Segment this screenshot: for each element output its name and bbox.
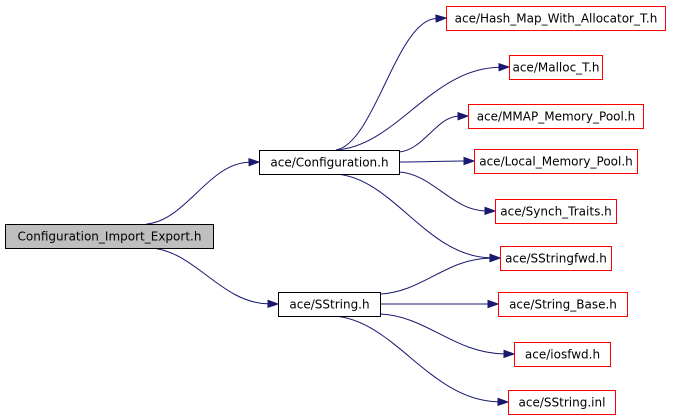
arrowhead-cfg-to-malloc: [498, 63, 511, 72]
node-localpool[interactable]: ace/Local_Memory_Pool.h: [474, 149, 638, 174]
edge-cfg-to-sstringfwd: [335, 173, 491, 259]
node-box-sstr[interactable]: [278, 292, 381, 317]
arrowhead-root-to-sstr: [267, 299, 280, 308]
edge-root-to-cfg: [146, 161, 250, 225]
edge-sstr-to-iosfwd: [379, 313, 505, 355]
node-label-synch: ace/Synch_Traits.h: [500, 205, 611, 219]
node-box-cfg[interactable]: [259, 150, 400, 175]
node-label-malloc: ace/Malloc_T.h: [512, 61, 599, 75]
node-sstringfwd[interactable]: ace/SStringfwd.h: [500, 246, 612, 271]
arrowhead-sstr-to-sstrinl: [497, 397, 510, 406]
node-label-strbase: ace/String_Base.h: [509, 298, 617, 312]
arrowhead-cfg-to-localpool: [463, 156, 476, 166]
arrowhead-cfg-to-synch: [484, 206, 497, 216]
node-label-sstr: ace/SString.h: [289, 298, 369, 312]
node-box-malloc[interactable]: [509, 55, 603, 80]
node-strbase[interactable]: ace/String_Base.h: [498, 292, 628, 317]
arrowhead-root-to-cfg: [248, 158, 261, 167]
edge-sstr-to-sstrinl: [334, 315, 499, 403]
node-iosfwd[interactable]: ace/iosfwd.h: [514, 342, 611, 367]
arrowhead-sstr-to-sstringfwd: [489, 253, 502, 263]
arrowhead-sstr-to-iosfwd: [503, 349, 516, 359]
edges-layer: [146, 14, 516, 406]
node-label-iosfwd: ace/iosfwd.h: [525, 348, 600, 362]
edge-sstr-to-sstringfwd: [379, 257, 491, 295]
node-label-localpool: ace/Local_Memory_Pool.h: [479, 155, 633, 169]
node-box-hashmap[interactable]: [446, 6, 666, 31]
node-box-root[interactable]: [5, 224, 214, 249]
node-malloc[interactable]: ace/Malloc_T.h: [509, 55, 603, 80]
node-box-sstrinl[interactable]: [508, 390, 616, 415]
node-box-sstringfwd[interactable]: [500, 246, 612, 271]
node-sstr[interactable]: ace/SString.h: [278, 292, 381, 317]
node-cfg[interactable]: ace/Configuration.h: [259, 150, 400, 175]
arrowhead-cfg-to-hashmap: [435, 14, 448, 23]
node-box-strbase[interactable]: [498, 292, 628, 317]
node-sstrinl[interactable]: ace/SString.inl: [508, 390, 616, 415]
edge-cfg-to-synch: [398, 171, 486, 212]
node-label-root: Configuration_Import_Export.h: [18, 230, 202, 244]
node-label-mmap: ace/MMAP_Memory_Pool.h: [477, 110, 636, 124]
node-mmap[interactable]: ace/MMAP_Memory_Pool.h: [468, 104, 644, 129]
node-label-sstrinl: ace/SString.inl: [519, 396, 606, 410]
nodes-layer: Configuration_Import_Export.h ace/Configu…: [5, 6, 666, 415]
node-box-mmap[interactable]: [468, 104, 644, 129]
node-label-hashmap: ace/Hash_Map_With_Allocator_T.h: [455, 12, 658, 26]
edge-cfg-to-hashmap: [335, 18, 437, 151]
arrowhead-cfg-to-mmap: [457, 112, 470, 121]
edge-cfg-to-malloc: [335, 66, 500, 151]
node-synch[interactable]: ace/Synch_Traits.h: [495, 199, 617, 224]
node-box-synch[interactable]: [495, 199, 617, 224]
node-box-iosfwd[interactable]: [514, 342, 611, 367]
edge-cfg-to-mmap: [398, 115, 459, 153]
node-label-sstringfwd: ace/SStringfwd.h: [505, 252, 607, 266]
edge-root-to-sstr: [150, 247, 269, 305]
arrowhead-sstr-to-strbase: [487, 299, 500, 309]
node-hashmap[interactable]: ace/Hash_Map_With_Allocator_T.h: [446, 6, 666, 31]
node-root[interactable]: Configuration_Import_Export.h: [5, 224, 214, 249]
edge-cfg-to-localpool: [398, 160, 465, 163]
node-label-cfg: ace/Configuration.h: [270, 156, 388, 170]
node-box-localpool[interactable]: [474, 149, 638, 174]
